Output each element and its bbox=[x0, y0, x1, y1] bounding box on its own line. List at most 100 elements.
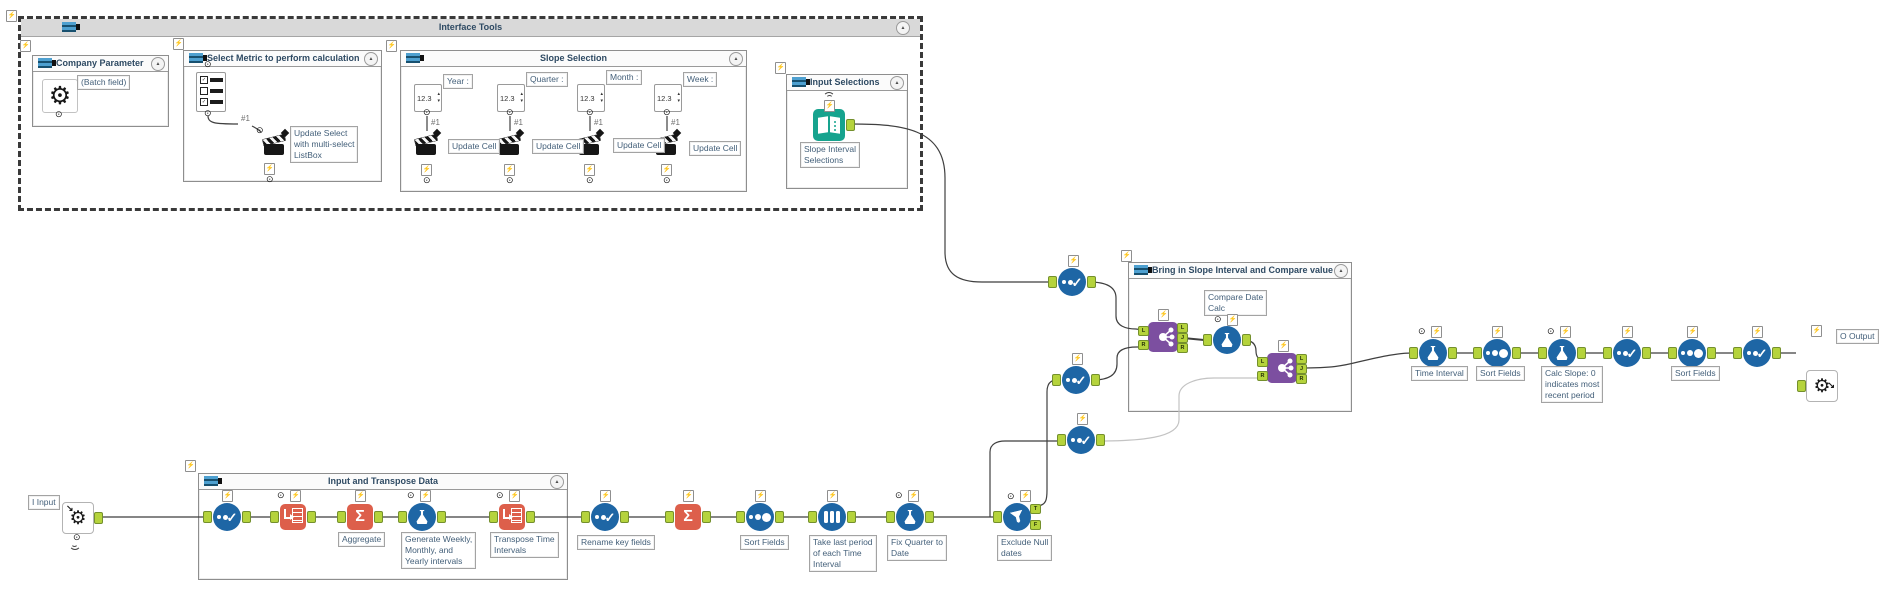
container-input-selections[interactable]: Input Selections ▲ bbox=[786, 74, 908, 189]
collapse-button[interactable]: ▲ bbox=[364, 52, 378, 66]
annotation-exclude-null[interactable]: Exclude Null dates bbox=[997, 535, 1053, 562]
true-output-anchor[interactable]: T bbox=[1030, 504, 1041, 514]
tool-macro-input[interactable]: ⚙ ↘ bbox=[62, 502, 103, 534]
input-anchor[interactable] bbox=[736, 511, 745, 523]
output-anchor[interactable] bbox=[1087, 276, 1096, 288]
annotation-fix-quarter[interactable]: Fix Quarter to Date bbox=[887, 535, 947, 562]
tool-formula-time-interval[interactable] bbox=[1409, 339, 1457, 367]
output-anchor[interactable] bbox=[1512, 347, 1521, 359]
join-output-anchor[interactable]: J bbox=[1296, 364, 1307, 374]
input-anchor[interactable] bbox=[1203, 334, 1212, 346]
collapse-button[interactable]: ▲ bbox=[729, 52, 743, 66]
tool-join-1[interactable]: L R L J R bbox=[1138, 322, 1188, 353]
tool-macro-output[interactable]: ⚙ ↘ bbox=[1797, 370, 1838, 402]
tool-numeric-updown-quarter[interactable]: 12.3 ▴▾ bbox=[497, 84, 525, 112]
container-slope-selection[interactable]: Slope Selection ▲ bbox=[400, 50, 747, 192]
annotation-update-select[interactable]: Update Select with multi-select ListBox bbox=[290, 126, 359, 164]
tool-select-2[interactable]: ✓ bbox=[1052, 366, 1100, 394]
input-anchor[interactable] bbox=[665, 511, 674, 523]
annotation-sort-fields[interactable]: Sort Fields bbox=[740, 535, 789, 551]
tool-summarize[interactable]: Σ bbox=[665, 504, 711, 530]
output-anchor[interactable] bbox=[925, 511, 934, 523]
left-input-anchor[interactable]: L bbox=[1257, 357, 1268, 367]
input-anchor[interactable] bbox=[1473, 347, 1482, 359]
wire-branch-to-select3[interactable] bbox=[989, 440, 1058, 517]
input-anchor[interactable] bbox=[581, 511, 590, 523]
collapse-button[interactable]: ▲ bbox=[1334, 264, 1348, 278]
tool-select-5[interactable]: ✓ bbox=[1733, 339, 1781, 367]
annotation-sort-fields-2[interactable]: Sort Fields bbox=[1476, 366, 1525, 382]
output-anchor[interactable] bbox=[1577, 347, 1586, 359]
left-input-anchor[interactable]: L bbox=[1138, 326, 1149, 336]
input-anchor[interactable] bbox=[1538, 347, 1547, 359]
wire-textinput-to-select1[interactable] bbox=[850, 123, 1054, 283]
tool-select-4[interactable]: ✓ bbox=[1603, 339, 1651, 367]
tool-action-update-cell-quarter[interactable] bbox=[497, 128, 525, 158]
wire-listbox-to-action[interactable] bbox=[207, 115, 239, 125]
input-anchor[interactable] bbox=[808, 511, 817, 523]
spinner-arrows-icon[interactable]: ▴▾ bbox=[520, 91, 523, 104]
tool-action-update-select[interactable] bbox=[262, 128, 290, 158]
spinner-arrows-icon[interactable]: ▴▾ bbox=[600, 91, 603, 104]
wire-join2-to-timeinterval[interactable] bbox=[1300, 352, 1413, 369]
annotation-update-cell[interactable]: Update Cell bbox=[532, 139, 585, 155]
annotation-calc-slope[interactable]: Calc Slope: 0 indicates most recent peri… bbox=[1541, 366, 1604, 404]
output-anchor[interactable] bbox=[1707, 347, 1716, 359]
tool-select[interactable]: ✓ bbox=[203, 503, 251, 531]
annotation-rename-key[interactable]: Rename key fields bbox=[577, 535, 655, 551]
spinner-arrows-icon[interactable]: ▴▾ bbox=[677, 91, 680, 104]
annotation-week[interactable]: Week : bbox=[683, 72, 718, 88]
tool-transpose-time-intervals[interactable] bbox=[489, 504, 535, 530]
collapse-button[interactable]: ▲ bbox=[896, 21, 910, 35]
tool-text-input-slope-interval[interactable] bbox=[813, 109, 855, 141]
input-anchor[interactable] bbox=[993, 511, 1002, 523]
tool-formula-calc-slope[interactable] bbox=[1538, 339, 1586, 367]
container-input-transpose[interactable]: Input and Transpose Data ▲ bbox=[198, 473, 568, 580]
output-anchor[interactable] bbox=[620, 511, 629, 523]
tool-action-update-cell-month[interactable] bbox=[577, 128, 605, 158]
annotation-year[interactable]: Year : bbox=[443, 74, 473, 90]
input-anchor[interactable] bbox=[203, 511, 212, 523]
left-output-anchor[interactable]: L bbox=[1177, 323, 1188, 333]
tool-formula-compare-date[interactable] bbox=[1203, 326, 1251, 354]
output-anchor[interactable] bbox=[1091, 374, 1100, 386]
output-anchor[interactable] bbox=[1448, 347, 1457, 359]
tool-formula-generate-intervals[interactable] bbox=[398, 503, 446, 531]
annotation-update-cell[interactable]: Update Cell bbox=[613, 138, 666, 154]
output-anchor[interactable] bbox=[307, 511, 316, 523]
collapse-button[interactable]: ▲ bbox=[890, 76, 904, 90]
input-anchor[interactable] bbox=[1409, 347, 1418, 359]
output-anchor[interactable] bbox=[242, 511, 251, 523]
right-input-anchor[interactable]: R bbox=[1138, 340, 1149, 350]
tool-sample-take-last-period[interactable] bbox=[808, 503, 856, 531]
annotation-month[interactable]: Month : bbox=[606, 70, 643, 86]
tool-select-3[interactable]: ✓ bbox=[1057, 426, 1105, 454]
input-anchor[interactable] bbox=[886, 511, 895, 523]
output-anchor[interactable] bbox=[374, 511, 383, 523]
output-anchor[interactable] bbox=[1096, 434, 1105, 446]
tool-numeric-updown-year[interactable]: 12.3 ▴▾ bbox=[414, 84, 442, 112]
input-anchor[interactable] bbox=[1603, 347, 1612, 359]
input-anchor[interactable] bbox=[489, 511, 498, 523]
annotation-transpose-time[interactable]: Transpose Time Intervals bbox=[490, 532, 559, 559]
tool-select-rename-key-fields[interactable]: ✓ bbox=[581, 503, 629, 531]
tool-join-2[interactable]: L R L J R bbox=[1257, 353, 1307, 384]
collapse-button[interactable]: ▲ bbox=[550, 475, 564, 489]
input-anchor[interactable] bbox=[270, 511, 279, 523]
input-anchor[interactable] bbox=[337, 511, 346, 523]
tool-formula-fix-quarter[interactable] bbox=[886, 503, 934, 531]
collapse-button[interactable]: ▲ bbox=[151, 57, 165, 71]
annotation-quarter[interactable]: Quarter : bbox=[526, 72, 568, 88]
tool-control-parameter[interactable]: ⚙ bbox=[42, 79, 78, 113]
input-anchor[interactable] bbox=[1668, 347, 1677, 359]
tool-action-update-cell-week[interactable] bbox=[654, 128, 682, 158]
tool-select-1[interactable]: ✓ bbox=[1048, 268, 1096, 296]
input-anchor[interactable] bbox=[1052, 374, 1061, 386]
annotation-output[interactable]: O Output bbox=[1836, 329, 1879, 345]
tool-numeric-updown-week[interactable]: 12.3 ▴▾ bbox=[654, 84, 682, 112]
annotation-sort-fields-3[interactable]: Sort Fields bbox=[1671, 366, 1720, 382]
output-anchor[interactable] bbox=[702, 511, 711, 523]
output-anchor[interactable] bbox=[526, 511, 535, 523]
output-anchor[interactable] bbox=[775, 511, 784, 523]
output-anchor[interactable] bbox=[1772, 347, 1781, 359]
